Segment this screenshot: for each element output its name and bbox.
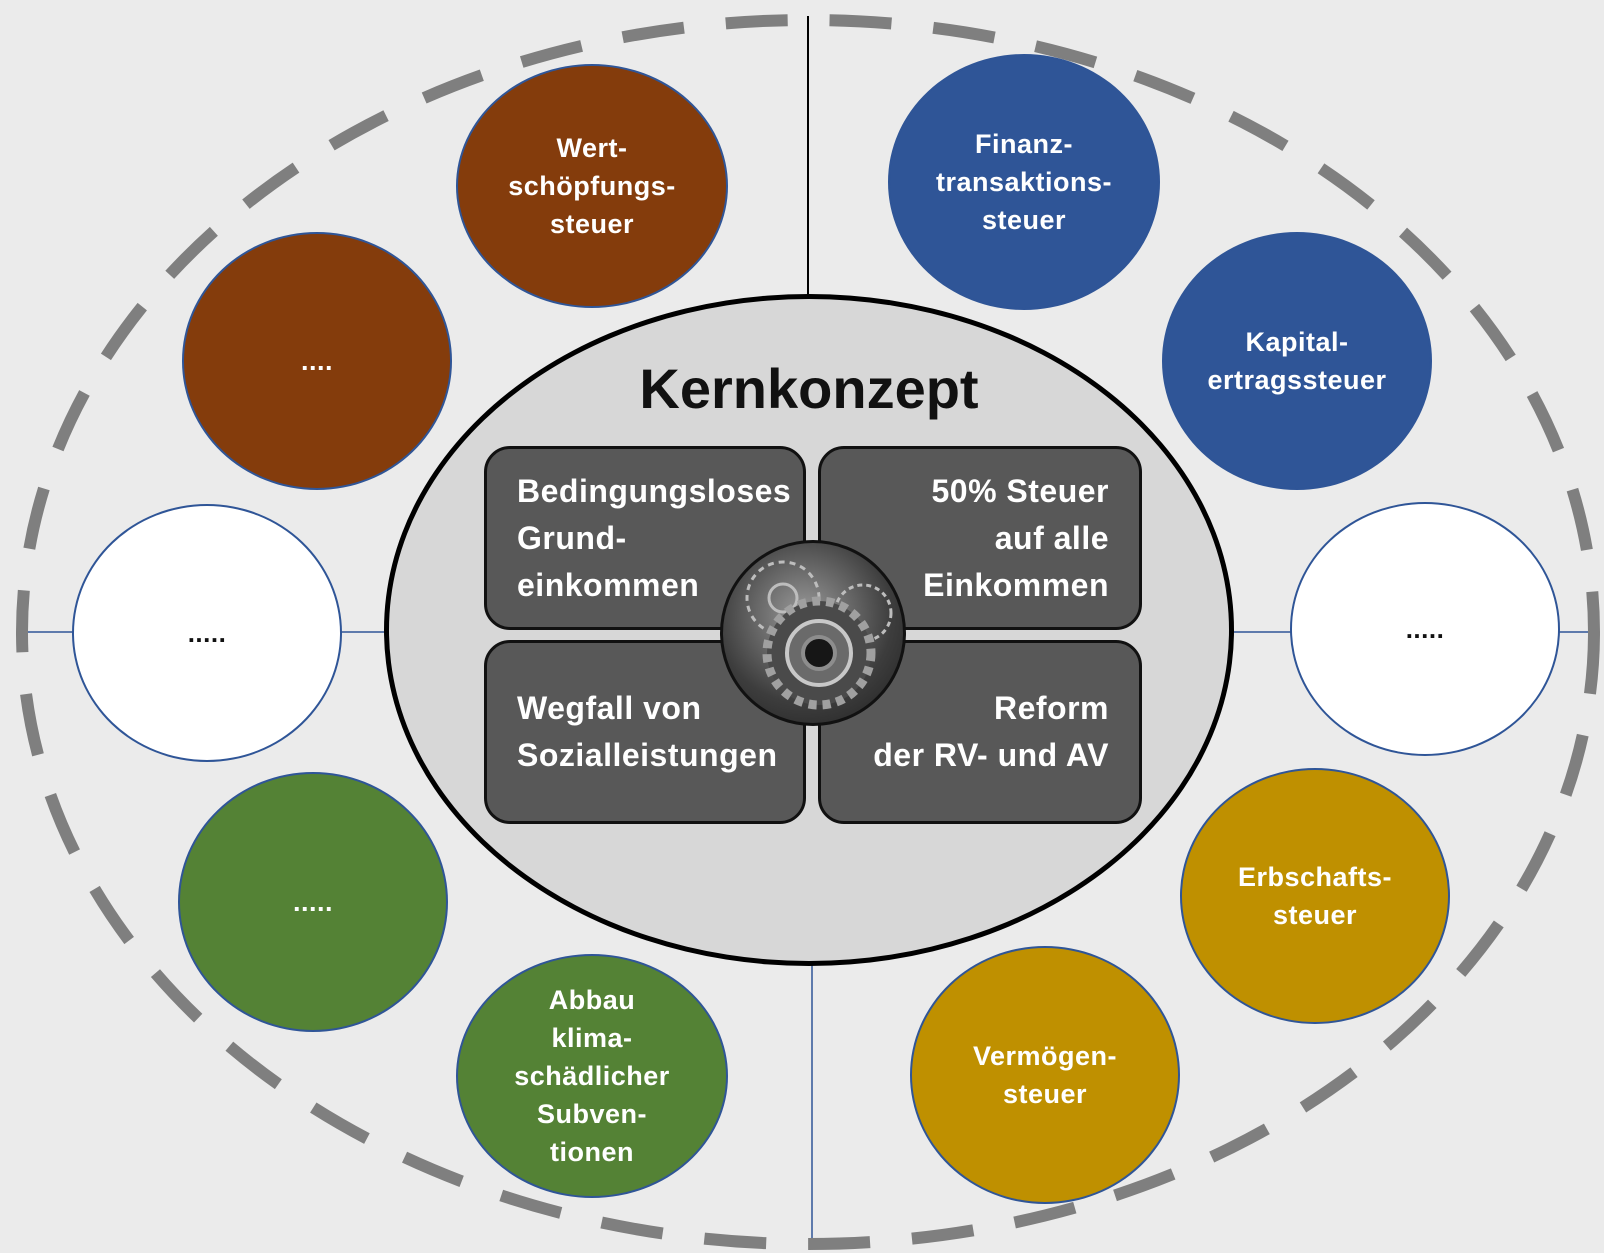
circle-label: Vermögen- steuer (972, 1041, 1118, 1109)
gears-icon-graphic (745, 560, 893, 710)
gears-icon (720, 540, 906, 726)
circle-label: Wert- schöpfungs- steuer (508, 133, 676, 239)
circle-placeholder-green: ..... (178, 772, 448, 1032)
circle-vermoegensteuer: Vermögen- steuer (910, 946, 1180, 1204)
quadrant-tax-label: 50% Steuer auf alle Einkommen (923, 472, 1109, 603)
circle-label: ..... (1405, 614, 1445, 644)
core-title: Kernkonzept (639, 357, 979, 420)
circle-placeholder-brown: .... (182, 232, 452, 490)
circle-wertschoepfungssteuer: Wert- schöpfungs- steuer (456, 64, 728, 308)
quadrant-ubi-label: Bedingungsloses Grund- einkommen (517, 472, 792, 603)
circle-label: Kapital- ertragssteuer (1207, 327, 1387, 395)
quadrant-reform-label: Reform der RV- und AV (873, 690, 1109, 773)
circle-placeholder-right: ..... (1290, 502, 1560, 756)
circle-placeholder-left: ..... (72, 504, 342, 762)
circle-abbau-subventionen: Abbau klima- schädlicher Subven- tionen (456, 954, 728, 1198)
quadrant-social-label: Wegfall von Sozialleistungen (517, 690, 778, 773)
circle-kapitalertragssteuer: Kapital- ertragssteuer (1162, 232, 1432, 490)
circle-label: Abbau klima- schädlicher Subven- tionen (514, 985, 670, 1167)
circle-erbschaftssteuer: Erbschafts- steuer (1180, 768, 1450, 1024)
circle-label: Finanz- transaktions- steuer (935, 129, 1113, 235)
outer-dashed-ring (16, 14, 1600, 1250)
circle-label: ..... (292, 887, 333, 917)
circle-label: Erbschafts- steuer (1237, 862, 1393, 930)
circle-label: .... (300, 346, 333, 376)
circle-label: ..... (187, 618, 227, 648)
circle-finanztransaktionssteuer: Finanz- transaktions- steuer (888, 54, 1160, 310)
